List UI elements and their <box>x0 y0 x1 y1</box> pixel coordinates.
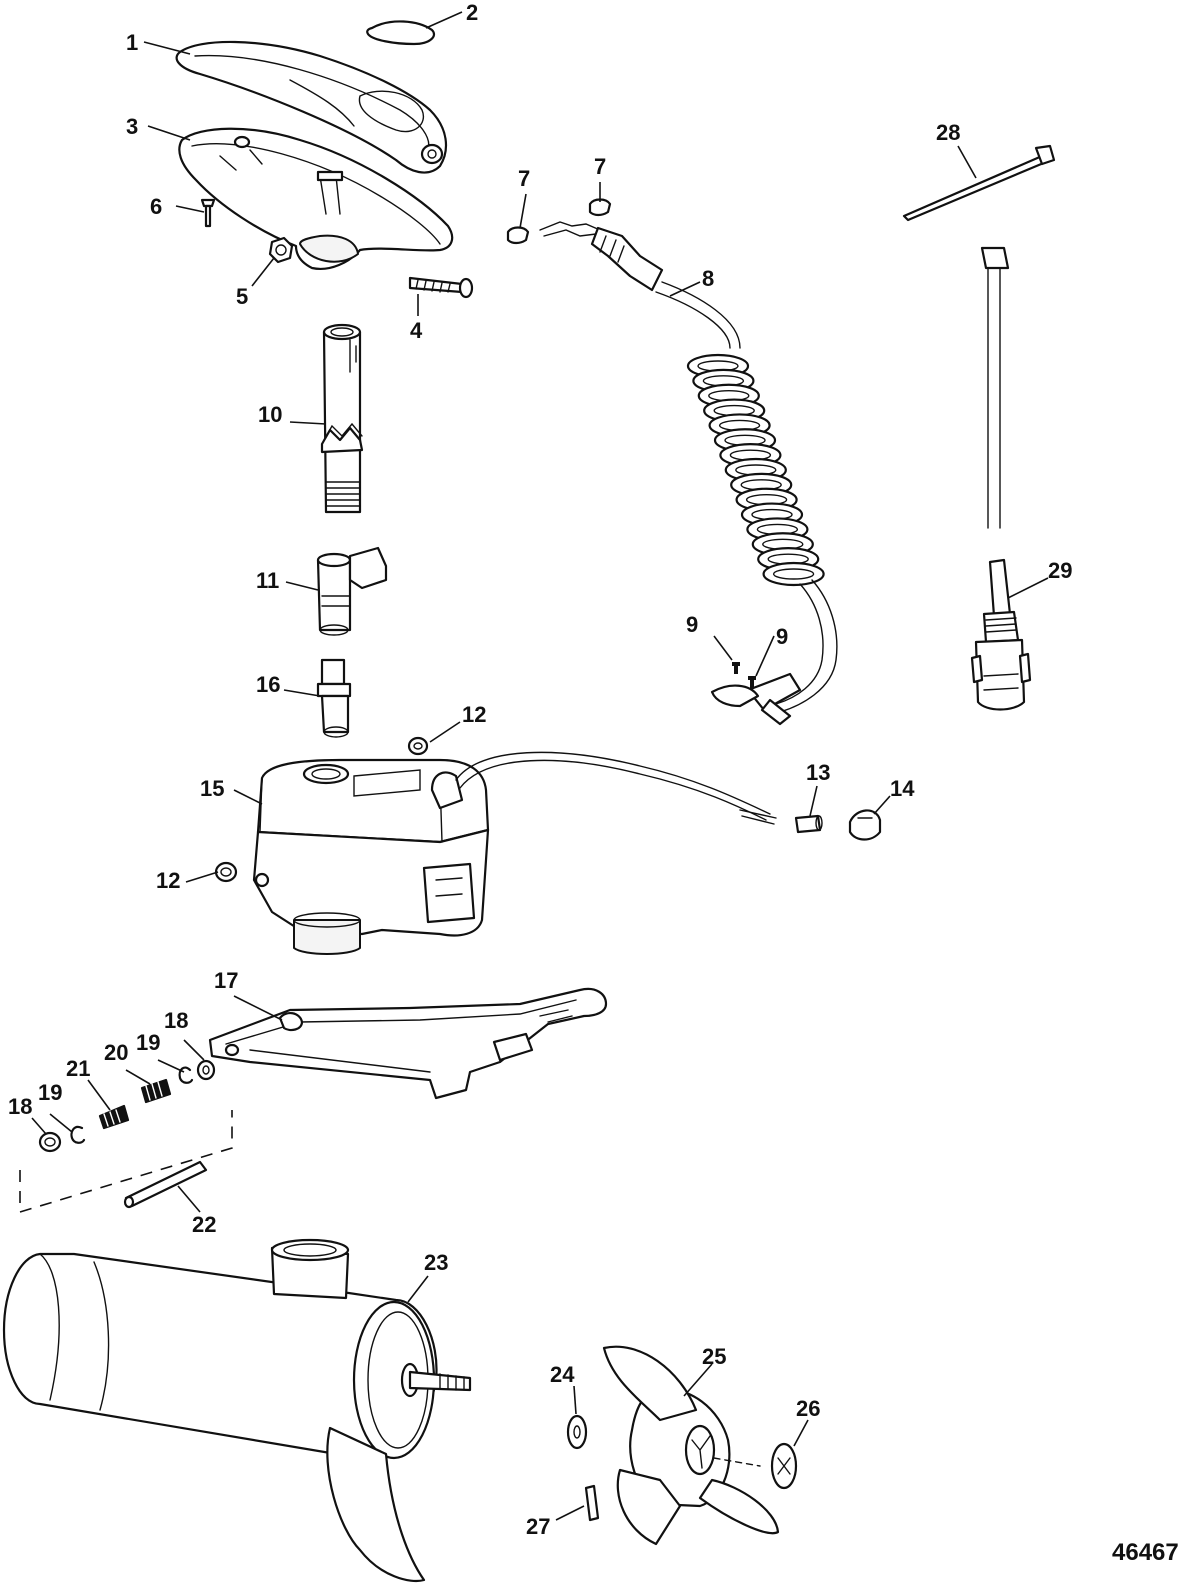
callout-10: 10 <box>258 402 282 427</box>
part-1-top-cover[interactable] <box>175 40 447 174</box>
part-22-pivot-pin[interactable] <box>123 1160 208 1209</box>
part-8-coil-cord[interactable] <box>539 221 838 726</box>
part-27-drive-pin[interactable] <box>584 1484 600 1522</box>
callout-19a: 19 <box>136 1030 160 1055</box>
callout-20: 20 <box>104 1040 128 1065</box>
callout-27: 27 <box>526 1514 550 1539</box>
part-2-lens-cap[interactable] <box>366 20 436 46</box>
part-13-pin[interactable] <box>794 814 823 834</box>
part-16-sleeve[interactable] <box>316 658 352 738</box>
part-12b-bushing[interactable] <box>214 861 238 883</box>
part-18a-washer[interactable] <box>196 1059 216 1081</box>
callout-9b: 9 <box>776 624 788 649</box>
callout-6: 6 <box>150 194 162 219</box>
part-24-washer[interactable] <box>566 1414 588 1450</box>
part-3-lower-housing[interactable] <box>178 127 454 270</box>
part-20-spring[interactable] <box>140 1078 172 1104</box>
coil-loop <box>762 561 825 587</box>
document-number: 46467 <box>1112 1539 1179 1566</box>
callout-5: 5 <box>236 284 248 309</box>
callout-28: 28 <box>936 120 960 145</box>
callout-16: 16 <box>256 672 280 697</box>
assembly-group-bracket <box>19 1110 233 1214</box>
callout-7b: 7 <box>594 154 606 179</box>
part-11-collar[interactable] <box>316 546 388 636</box>
callout-22: 22 <box>192 1212 216 1237</box>
part-26-prop-nut[interactable] <box>770 1442 798 1490</box>
callout-14: 14 <box>890 776 915 801</box>
callout-21: 21 <box>66 1056 90 1081</box>
part-23-motor[interactable] <box>2 1238 472 1582</box>
part-14-knob[interactable] <box>848 809 882 841</box>
callout-26: 26 <box>796 1396 820 1421</box>
coil-loop-inner <box>772 568 815 580</box>
part-25-propeller[interactable] <box>602 1345 780 1546</box>
part-9a-screw[interactable] <box>732 662 740 674</box>
part-7b-boot[interactable] <box>588 198 612 217</box>
callout-15: 15 <box>200 776 224 801</box>
part-19b-clip[interactable] <box>70 1125 86 1144</box>
callout-7a: 7 <box>518 166 530 191</box>
callout-11: 11 <box>256 568 279 593</box>
callout-12b: 12 <box>156 868 180 893</box>
part-12a-bushing[interactable] <box>407 736 429 756</box>
part-7a-boot[interactable] <box>506 226 530 245</box>
callout-13: 13 <box>806 760 830 785</box>
callout-2: 2 <box>466 0 478 25</box>
part-19a-clip[interactable] <box>178 1066 194 1084</box>
callout-4: 4 <box>410 318 423 343</box>
callout-29: 29 <box>1048 558 1072 583</box>
callout-23: 23 <box>424 1250 448 1275</box>
callout-8: 8 <box>702 266 714 291</box>
callout-24: 24 <box>550 1362 575 1387</box>
part-10-shaft[interactable] <box>320 323 364 514</box>
callout-18b: 18 <box>8 1094 32 1119</box>
callout-17: 17 <box>214 968 238 993</box>
part-4-screw[interactable] <box>408 276 474 299</box>
callout-labels: 1 2 3 6 5 4 7 7 8 9 9 10 11 12 12 13 14 … <box>8 0 1072 1539</box>
callout-3: 3 <box>126 114 138 139</box>
part-21-spring[interactable] <box>98 1104 130 1130</box>
part-17-pedal-frame[interactable] <box>208 987 608 1100</box>
part-18b-washer[interactable] <box>38 1131 62 1153</box>
callout-1: 1 <box>126 30 138 55</box>
callout-12a: 12 <box>462 702 486 727</box>
coil-loops <box>686 353 825 587</box>
part-29-cable-connector[interactable] <box>970 246 1032 711</box>
callout-25: 25 <box>702 1344 726 1369</box>
callout-9a: 9 <box>686 612 698 637</box>
leader-lines <box>31 11 1049 1521</box>
part-15-control-housing[interactable] <box>252 751 777 955</box>
callout-18a: 18 <box>164 1008 188 1033</box>
part-5-nut[interactable] <box>268 236 294 264</box>
part-28-cable-tie[interactable] <box>902 144 1056 222</box>
part-9b-screw[interactable] <box>748 676 756 688</box>
callout-19b: 19 <box>38 1080 62 1105</box>
part-6-small-screw[interactable] <box>200 198 216 228</box>
